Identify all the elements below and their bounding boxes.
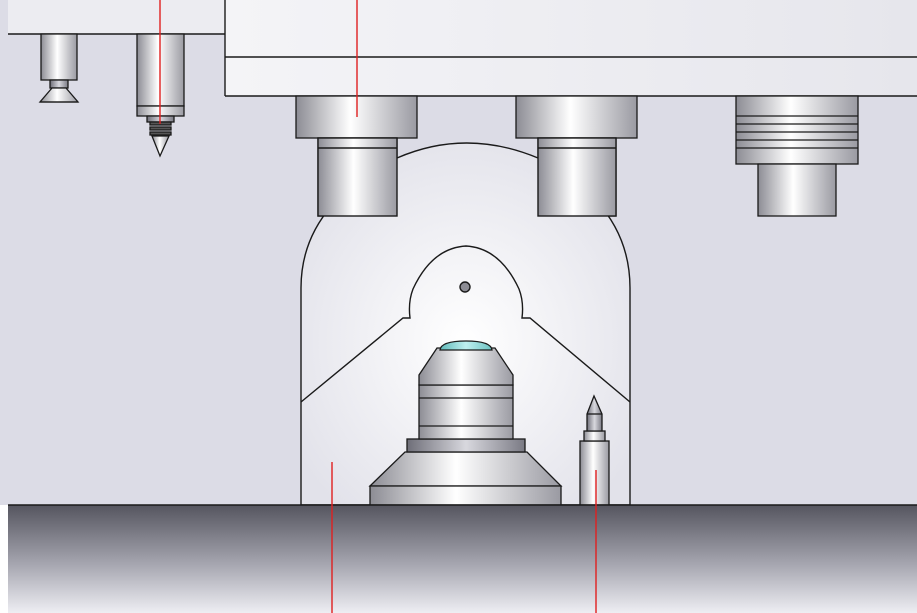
alignment-hole (459, 281, 471, 293)
top-plate (224, 0, 917, 97)
lens-glass (439, 340, 493, 351)
arch-frame (300, 137, 631, 506)
objective-lens (368, 340, 563, 506)
nozzle-3-ribbed (735, 95, 859, 217)
tool-bracket (8, 0, 225, 35)
leader-lines (159, 0, 597, 613)
suction-cup-tool (38, 33, 80, 103)
base-plate (8, 505, 917, 613)
height-sensor-probe (579, 394, 610, 506)
